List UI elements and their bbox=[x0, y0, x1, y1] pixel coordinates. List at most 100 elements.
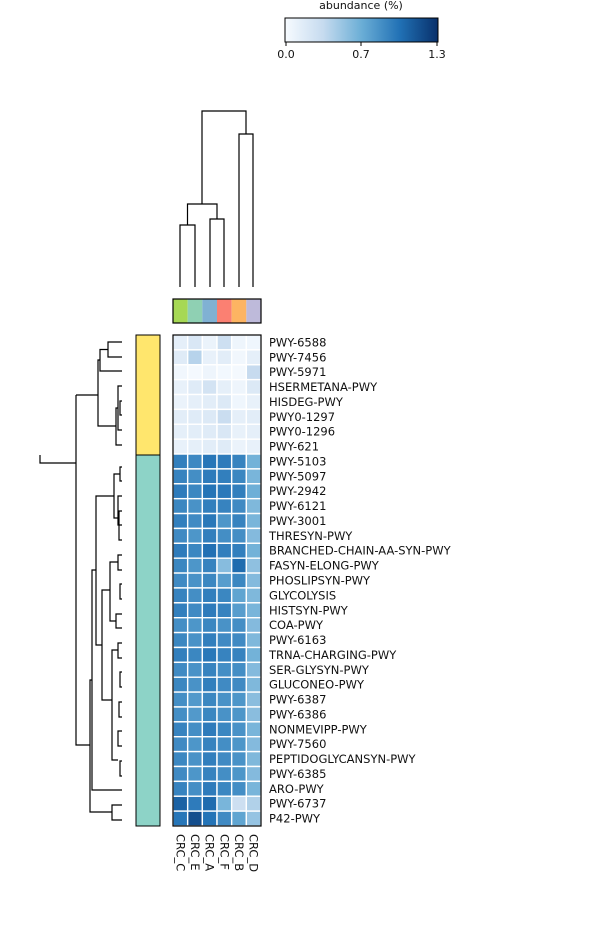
heatmap-cell bbox=[245, 364, 262, 381]
heatmap-cell bbox=[230, 497, 248, 515]
heatmap-cell bbox=[216, 631, 233, 649]
row-dendrogram-link bbox=[117, 495, 122, 526]
heatmap-cell bbox=[186, 557, 204, 574]
heatmap-cell bbox=[172, 631, 189, 649]
heatmap-cell bbox=[230, 587, 248, 604]
heatmap-cell bbox=[172, 334, 189, 351]
row-dendrogram-link bbox=[107, 341, 122, 358]
heatmap-cell bbox=[245, 795, 262, 812]
heatmap-cell bbox=[230, 378, 248, 396]
colorbar-tick-label: 0.7 bbox=[352, 48, 370, 61]
heatmap-cell bbox=[230, 736, 248, 753]
heatmap-cell bbox=[201, 691, 218, 708]
heatmap-cell bbox=[230, 780, 248, 797]
row-dendrogram-link bbox=[119, 760, 122, 777]
heatmap-cell bbox=[230, 661, 248, 678]
heatmap-cell bbox=[201, 810, 218, 827]
heatmap-cell bbox=[216, 617, 233, 634]
column-dendrogram-link bbox=[209, 218, 225, 287]
heatmap-cell bbox=[186, 349, 204, 366]
heatmap-cells bbox=[172, 334, 262, 827]
heatmap-cell bbox=[186, 780, 204, 797]
heatmap-cell bbox=[172, 810, 189, 827]
heatmap-cell bbox=[186, 691, 204, 708]
row-label: PWY-6385 bbox=[269, 767, 326, 781]
heatmap-cell bbox=[230, 423, 248, 440]
heatmap-cell bbox=[201, 750, 218, 768]
heatmap-cell bbox=[230, 572, 248, 589]
heatmap-cell bbox=[230, 408, 248, 425]
row-color-strip bbox=[135, 334, 161, 827]
heatmap-cell bbox=[201, 423, 218, 440]
heatmap-cell bbox=[245, 393, 262, 411]
heatmap-cell bbox=[216, 572, 233, 589]
heatmap-cell bbox=[216, 468, 233, 485]
row-labels: PWY-6588PWY-7456PWY-5971HSERMETANA-PWYHI… bbox=[268, 335, 452, 825]
heatmap-cell bbox=[230, 512, 248, 530]
heatmap-cell bbox=[201, 364, 218, 381]
heatmap-cell bbox=[245, 512, 262, 530]
colorbar-tick-label: 0.0 bbox=[277, 48, 295, 61]
row-group-upper-bar bbox=[135, 334, 161, 456]
heatmap-cell bbox=[172, 527, 189, 544]
heatmap-cell bbox=[186, 393, 204, 411]
row-dendrogram-link bbox=[115, 613, 122, 629]
heatmap-cell bbox=[216, 497, 233, 515]
row-label: PWY-7456 bbox=[269, 350, 326, 364]
row-dendrogram-link bbox=[117, 642, 122, 659]
heatmap-cell bbox=[172, 393, 189, 411]
heatmap-cell bbox=[216, 349, 233, 366]
heatmap-cell bbox=[230, 393, 248, 411]
heatmap-cell bbox=[230, 765, 248, 783]
heatmap-cell bbox=[230, 483, 248, 500]
colorbar: abundance (%) 0.0 0.7 1.3 bbox=[277, 0, 446, 61]
heatmap-cell bbox=[172, 736, 189, 753]
row-dendrogram-link bbox=[111, 649, 118, 761]
heatmap-cell bbox=[216, 423, 233, 440]
heatmap-cell bbox=[201, 587, 218, 604]
heatmap-cell bbox=[245, 765, 262, 783]
row-dendrogram-link bbox=[111, 804, 122, 821]
heatmap-cell bbox=[245, 646, 262, 664]
row-label: PWY0-1296 bbox=[269, 425, 335, 439]
heatmap-cell bbox=[245, 810, 262, 827]
heatmap-cell bbox=[186, 453, 204, 470]
heatmap-cell bbox=[245, 750, 262, 768]
heatmap-cell bbox=[216, 587, 233, 604]
row-group-lower-bar bbox=[135, 454, 161, 827]
row-label: GLYCOLYSIS bbox=[269, 588, 336, 602]
row-label: PWY-5097 bbox=[269, 469, 326, 483]
heatmap-cell bbox=[216, 438, 233, 455]
column-group-color bbox=[246, 299, 261, 323]
heatmap-cell bbox=[172, 572, 189, 589]
heatmap-cell bbox=[216, 512, 233, 530]
heatmap-cell bbox=[172, 542, 189, 559]
heatmap-cell bbox=[186, 334, 204, 351]
row-dendrogram-link bbox=[119, 583, 122, 600]
heatmap-cell bbox=[201, 512, 218, 530]
row-dendrogram-link bbox=[75, 395, 90, 746]
heatmap-cell bbox=[230, 527, 248, 544]
heatmap-cell bbox=[186, 512, 204, 530]
column-color-strip bbox=[172, 298, 262, 324]
heatmap-cell bbox=[172, 423, 189, 440]
heatmap-cell bbox=[186, 587, 204, 604]
heatmap-cell bbox=[186, 750, 204, 768]
heatmap-cell bbox=[216, 676, 233, 693]
heatmap-cell bbox=[230, 334, 248, 351]
heatmap-cell bbox=[216, 408, 233, 425]
heatmap-cell bbox=[186, 572, 204, 589]
heatmap-cell bbox=[230, 721, 248, 738]
row-label: PHOSLIPSYN-PWY bbox=[269, 574, 371, 588]
heatmap-cell bbox=[245, 378, 262, 396]
column-group-color bbox=[217, 299, 232, 323]
row-label: PWY-6588 bbox=[269, 335, 326, 349]
heatmap-cell bbox=[201, 393, 218, 411]
heatmap-cell bbox=[201, 438, 218, 455]
heatmap-cell bbox=[186, 736, 204, 753]
heatmap-cell bbox=[245, 334, 262, 351]
row-dendrogram-link bbox=[119, 466, 122, 482]
heatmap-cell bbox=[172, 557, 189, 574]
heatmap-cell bbox=[245, 706, 262, 723]
heatmap-cell bbox=[201, 721, 218, 738]
